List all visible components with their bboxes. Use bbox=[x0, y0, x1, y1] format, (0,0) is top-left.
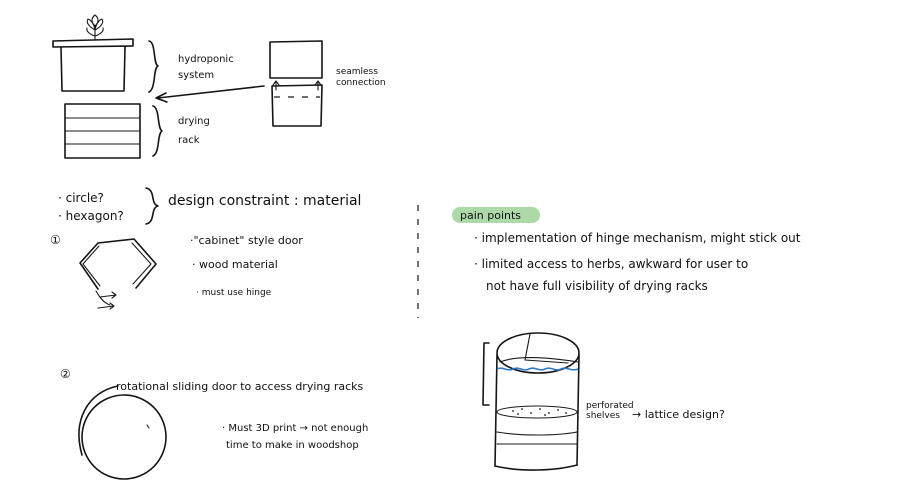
drying-label-line2: rack bbox=[178, 135, 200, 146]
hydroponic-box bbox=[60, 46, 126, 92]
option-2: ② rotational sliding door to access dryi… bbox=[60, 367, 368, 480]
design-constraint: design constraint : material bbox=[168, 193, 361, 209]
shape-brace bbox=[145, 187, 159, 225]
option-1-number: ① bbox=[50, 233, 61, 247]
cylinder-lid-split bbox=[524, 333, 569, 364]
drying-rack-brace bbox=[152, 105, 163, 157]
cylinder-sketch: perforated shelves → lattice design? bbox=[482, 332, 725, 471]
option-1-bullet-3: · must use hinge bbox=[196, 288, 272, 298]
hydroponic-label-line2: system bbox=[178, 70, 214, 81]
cylinder-bottom bbox=[494, 464, 578, 471]
cylinder-right-wall bbox=[576, 354, 580, 466]
cylinder-side-bracket bbox=[482, 342, 490, 406]
pain-point-2-cont: not have full visibility of drying racks bbox=[486, 279, 708, 293]
perforated-label-line1: perforated bbox=[586, 401, 634, 411]
lattice-note: → lattice design? bbox=[632, 408, 725, 421]
hydroponic-label-line1: hydroponic bbox=[178, 54, 234, 65]
shape-question-circle: · circle? bbox=[58, 191, 104, 205]
perforated-label-line2: shelves bbox=[586, 411, 620, 421]
pain-point-1: · implementation of hinge mechanism, mig… bbox=[474, 231, 801, 245]
plant-sprout-icon bbox=[86, 14, 104, 41]
cylinder-top-ellipse bbox=[496, 332, 580, 374]
water-line bbox=[496, 367, 579, 371]
pain-points-title: pain points bbox=[460, 209, 521, 222]
connection-bottom-box bbox=[271, 84, 323, 127]
drying-rack-box bbox=[64, 103, 141, 159]
drying-label-line1: drying bbox=[178, 116, 210, 127]
option-2-number: ② bbox=[60, 367, 71, 381]
option-2-note-line2: time to make in woodshop bbox=[226, 440, 359, 451]
arrow-icon bbox=[155, 85, 265, 103]
up-arrow-left bbox=[272, 80, 280, 91]
option-2-title: rotational sliding door to access drying… bbox=[116, 380, 364, 393]
circle-tick bbox=[146, 424, 150, 429]
pain-points-section: pain points · implementation of hinge me… bbox=[452, 207, 801, 293]
hydroponic-brace bbox=[148, 40, 159, 93]
pain-point-2: · limited access to herbs, awkward for u… bbox=[474, 257, 748, 271]
perforated-shelf bbox=[496, 405, 578, 419]
seamless-label-line1: seamless bbox=[336, 67, 378, 77]
option-1: ① ·"cabinet" style door · wood material … bbox=[50, 233, 303, 310]
hydroponic-drying-diagram: hydroponic system drying rack seamless c… bbox=[52, 14, 386, 159]
up-arrow-right bbox=[314, 80, 322, 91]
hinge-arrow-1 bbox=[99, 291, 117, 299]
hydroponic-lid bbox=[52, 38, 134, 48]
hexagon-door-sketch bbox=[79, 238, 157, 290]
shape-question-hexagon: · hexagon? bbox=[58, 209, 124, 223]
connection-top-box bbox=[269, 40, 323, 79]
hinge-arrow-2 bbox=[97, 302, 115, 310]
rotational-door-arc bbox=[78, 385, 119, 456]
option-1-bullet-2: · wood material bbox=[192, 258, 278, 271]
pain-points-highlight bbox=[452, 207, 540, 223]
constraint-section: · circle? · hexagon? design constraint :… bbox=[58, 187, 361, 225]
cylinder-left-wall bbox=[494, 354, 498, 467]
seamless-label-line2: connection bbox=[336, 78, 386, 88]
option-2-note-line1: · Must 3D print → not enough bbox=[222, 423, 368, 434]
cylinder-top-circle bbox=[81, 394, 167, 480]
option-1-bullet-1: ·"cabinet" style door bbox=[190, 234, 303, 247]
lower-shelf-1 bbox=[496, 431, 578, 436]
cylinder-lid-curve bbox=[499, 357, 579, 363]
perforation-dots bbox=[512, 408, 567, 416]
